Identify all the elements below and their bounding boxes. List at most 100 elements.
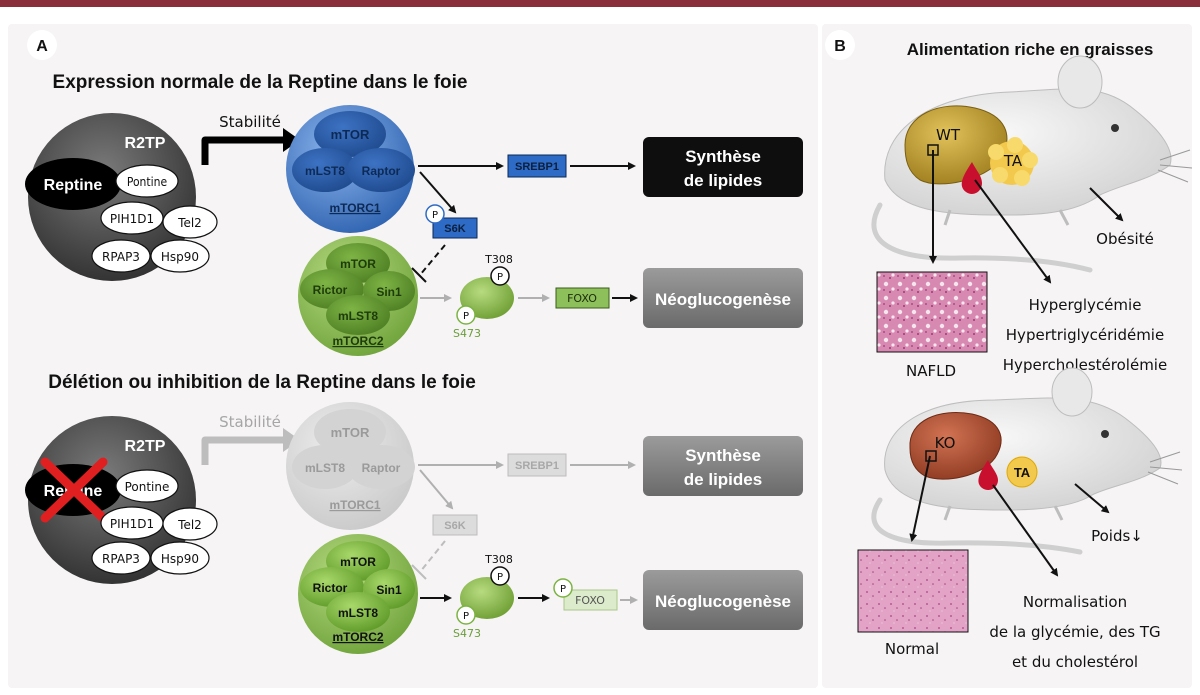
- stability-arrow-top: [201, 136, 285, 165]
- mtorc1-name-bottom: mTORC1: [329, 498, 380, 512]
- srebp1-box-bottom: [507, 453, 567, 477]
- synthese-line2-top: de lipides: [684, 171, 762, 190]
- effect-bottom-2: de la glycémie, des TG: [989, 623, 1160, 641]
- akt-ball-bottom: [460, 577, 514, 619]
- fat-tissue-bottom-icon: [1006, 456, 1038, 488]
- mlst8-2-oval-bottom: [326, 592, 390, 632]
- mtor-label: mTOR: [331, 127, 370, 142]
- rpap3-label: RPAP3: [102, 250, 140, 264]
- fat-tissue-top-icon: [988, 137, 1038, 186]
- panel-b: B Alimentation riche en graisses WT TA: [825, 30, 1193, 671]
- mlst8-label: mLST8: [305, 164, 345, 178]
- mouse-eye-top: [1111, 124, 1119, 132]
- s6k-label-bottom: S6K: [444, 520, 465, 532]
- mouse-whiskers-bottom: [1147, 451, 1183, 485]
- arrow-poids: [1074, 483, 1110, 514]
- mlst8-2-oval: [326, 295, 390, 335]
- blood-drop-top-icon: [961, 162, 982, 194]
- synthese-box-bottom: [643, 436, 803, 496]
- mtor-oval: [314, 111, 386, 157]
- srebp1-label-bottom: SREBP1: [515, 460, 559, 472]
- mouse-tail-top: [871, 202, 1093, 273]
- mouse-legs-bottom: [943, 505, 1064, 521]
- hsp90-oval-bottom: [150, 541, 210, 575]
- mtorc1-name: mTORC1: [329, 201, 380, 215]
- liver-ko-icon: [909, 412, 1002, 480]
- stability-arrowhead-bottom: [283, 428, 300, 452]
- blood-drop-bottom-icon: [978, 460, 998, 491]
- mouse-ear-top: [1057, 55, 1103, 109]
- liver-ko-histology-pointer: [909, 455, 931, 542]
- liver-ko-label: KO: [935, 434, 956, 452]
- s6k-box-bottom: [432, 514, 478, 536]
- panel-a-letter-circle: [27, 30, 57, 60]
- t308-phospho-label-top: P: [497, 272, 503, 283]
- stability-arrow-bottom: [201, 436, 285, 465]
- s473-phospho-circle-top: [456, 305, 476, 325]
- panel-b-letter-circle: [825, 30, 855, 60]
- r2tp-title-bottom: R2TP: [125, 438, 166, 455]
- hsp90-oval: [150, 239, 210, 273]
- mtorc2-complex-bottom: mTOR Rictor Sin1 mLST8 mTORC2: [298, 534, 418, 654]
- akt-ball-top: [460, 277, 514, 319]
- panel-b-title: Alimentation riche en graisses: [907, 40, 1154, 59]
- liver-wt-pointer-box: [927, 144, 939, 156]
- mouse-tail-bottom: [871, 497, 1083, 555]
- s6k-phospho-circle-top: [425, 204, 445, 224]
- foxo-box-bottom: [563, 589, 618, 611]
- pih1d1-label-bottom: PIH1D1: [110, 517, 154, 531]
- pontine-oval-bottom: [115, 469, 179, 503]
- mtor2-label-bottom: mTOR: [340, 555, 376, 569]
- foxo-label-top: FOXO: [567, 292, 597, 305]
- mtorc2-complex-top: mTOR Rictor Sin1 mLST8 mTORC2: [298, 236, 418, 356]
- s473-label-bottom: S473: [453, 627, 481, 640]
- mouse-top: WT TA: [871, 55, 1193, 273]
- t308-phospho-circle-top: [490, 266, 510, 286]
- tel2-label: Tel2: [177, 216, 202, 230]
- mtorc2-name-bottom: mTORC2: [332, 630, 383, 644]
- tel2-oval-bottom: [162, 507, 218, 541]
- hsp90-label: Hsp90: [161, 250, 199, 264]
- mlst8-label-bottom: mLST8: [305, 461, 345, 475]
- mlst8-2-label: mLST8: [338, 309, 378, 323]
- bottom-title: Délétion ou inhibition de la Reptine dan…: [48, 372, 476, 393]
- srebp1-box-top: [507, 154, 567, 178]
- mtor-label-bottom: mTOR: [331, 425, 370, 440]
- rictor-label: Rictor: [313, 283, 348, 297]
- reptine-label: Reptine: [44, 177, 103, 194]
- nafld-label: NAFLD: [906, 362, 956, 380]
- neo-label-top: Néoglucogenèse: [655, 290, 791, 309]
- stability-arrowhead-top: [283, 128, 300, 152]
- normal-label: Normal: [885, 640, 939, 658]
- synthese-line2-bottom: de lipides: [684, 470, 762, 489]
- r2tp-complex-bottom: R2TP Reptine Pontine PIH1D1 Tel2 RPAP3 H…: [25, 416, 218, 584]
- sin1-label: Sin1: [376, 285, 402, 299]
- s473-phospho-circle-bottom: [456, 605, 476, 625]
- effect-top-3: Hypercholestérolémie: [1003, 356, 1167, 374]
- effect-top-1: Hyperglycémie: [1029, 296, 1142, 314]
- s473-phospho-label-bottom: P: [463, 611, 469, 622]
- s6k-inhibition-bar-bottom: [411, 564, 427, 580]
- mouse-legs-top: [943, 209, 1070, 226]
- tel2-label-bottom: Tel2: [177, 518, 202, 532]
- arrow-blood-effects-top: [974, 179, 1052, 284]
- synthese-line1-bottom: Synthèse: [685, 446, 761, 465]
- top-title: Expression normale de la Reptine dans le…: [53, 72, 468, 93]
- liver-ko-pointer-box: [925, 450, 937, 462]
- pontine-label: Pontine: [127, 175, 168, 189]
- top-bar: [0, 0, 1200, 7]
- obesite-label: Obésité: [1096, 230, 1154, 248]
- rictor-label-bottom: Rictor: [313, 581, 348, 595]
- t308-label-top: T308: [484, 253, 513, 266]
- rpap3-label-bottom: RPAP3: [102, 552, 140, 566]
- t308-phospho-circle-bottom: [490, 566, 510, 586]
- t308-phospho-label-bottom: P: [497, 572, 503, 583]
- mlst8-oval-bottom: [292, 445, 358, 489]
- s473-label-top: S473: [453, 327, 481, 340]
- mouse-ear-bottom: [1051, 367, 1093, 417]
- s6k-inhibition-dashed-bottom: [419, 540, 446, 573]
- neo-box-bottom: [643, 570, 803, 630]
- fat-tissue-bottom-label: TA: [1014, 465, 1031, 480]
- mtorc1-complex-bottom: mTOR mLST8 Raptor mTORC1: [286, 402, 415, 530]
